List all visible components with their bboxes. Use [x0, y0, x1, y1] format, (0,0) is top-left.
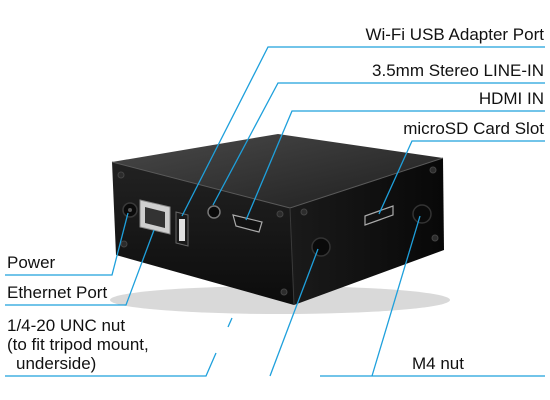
label-ethernet-port: Ethernet Port — [7, 283, 108, 302]
audio-jack — [207, 205, 221, 219]
device-top-face — [112, 134, 443, 208]
label-hdmi-in: HDMI IN — [478, 89, 544, 108]
ethernet-port-opening — [145, 207, 165, 228]
microsd-slot — [364, 205, 394, 226]
leader-line-in — [212, 82, 545, 206]
screw-front-top-left — [117, 171, 125, 179]
label-unc-nut: 1/4-20 UNC nut (to fit tripod mount, und… — [7, 316, 207, 373]
leader-ethernet — [5, 229, 155, 306]
leader-unc-nut-dash — [227, 317, 233, 328]
device-vertical-edge — [289, 207, 295, 306]
ethernet-port-clip — [150, 203, 160, 209]
screw-front-top-right — [276, 210, 284, 218]
usb-port-tongue — [179, 219, 185, 241]
leader-wifi-usb — [181, 46, 545, 217]
label-unc-nut-line-3: underside) — [16, 354, 97, 373]
screw-side-top-left — [300, 208, 308, 216]
hdmi-port — [232, 214, 263, 233]
leader-m4-right-up — [371, 215, 421, 377]
screw-front-bottom-left — [120, 240, 128, 248]
screw-side-top-right — [429, 166, 437, 174]
leader-hdmi-in — [245, 110, 545, 221]
label-unc-nut-line-2: (to fit tripod mount, — [7, 335, 149, 354]
leader-power — [5, 212, 129, 276]
label-microsd-card-slot: microSD Card Slot — [403, 119, 544, 138]
leader-m4-left — [269, 248, 319, 377]
device-side-face — [290, 158, 444, 305]
power-jack-pin — [128, 208, 132, 212]
label-wifi-usb-adapter-port: Wi-Fi USB Adapter Port — [365, 25, 544, 44]
m4-nut-hole-right — [412, 204, 432, 224]
screw-side-bottom-right — [431, 234, 439, 242]
leader-unc-nut-left — [5, 352, 217, 377]
label-power: Power — [7, 253, 56, 272]
label-line-in: 3.5mm Stereo LINE-IN — [372, 61, 544, 80]
screw-front-bottom-right — [280, 288, 288, 296]
label-unc-nut-line-1: 1/4-20 UNC nut — [7, 316, 126, 335]
leader-microsd — [378, 140, 545, 215]
label-m4-nut: M4 nut — [412, 354, 464, 373]
